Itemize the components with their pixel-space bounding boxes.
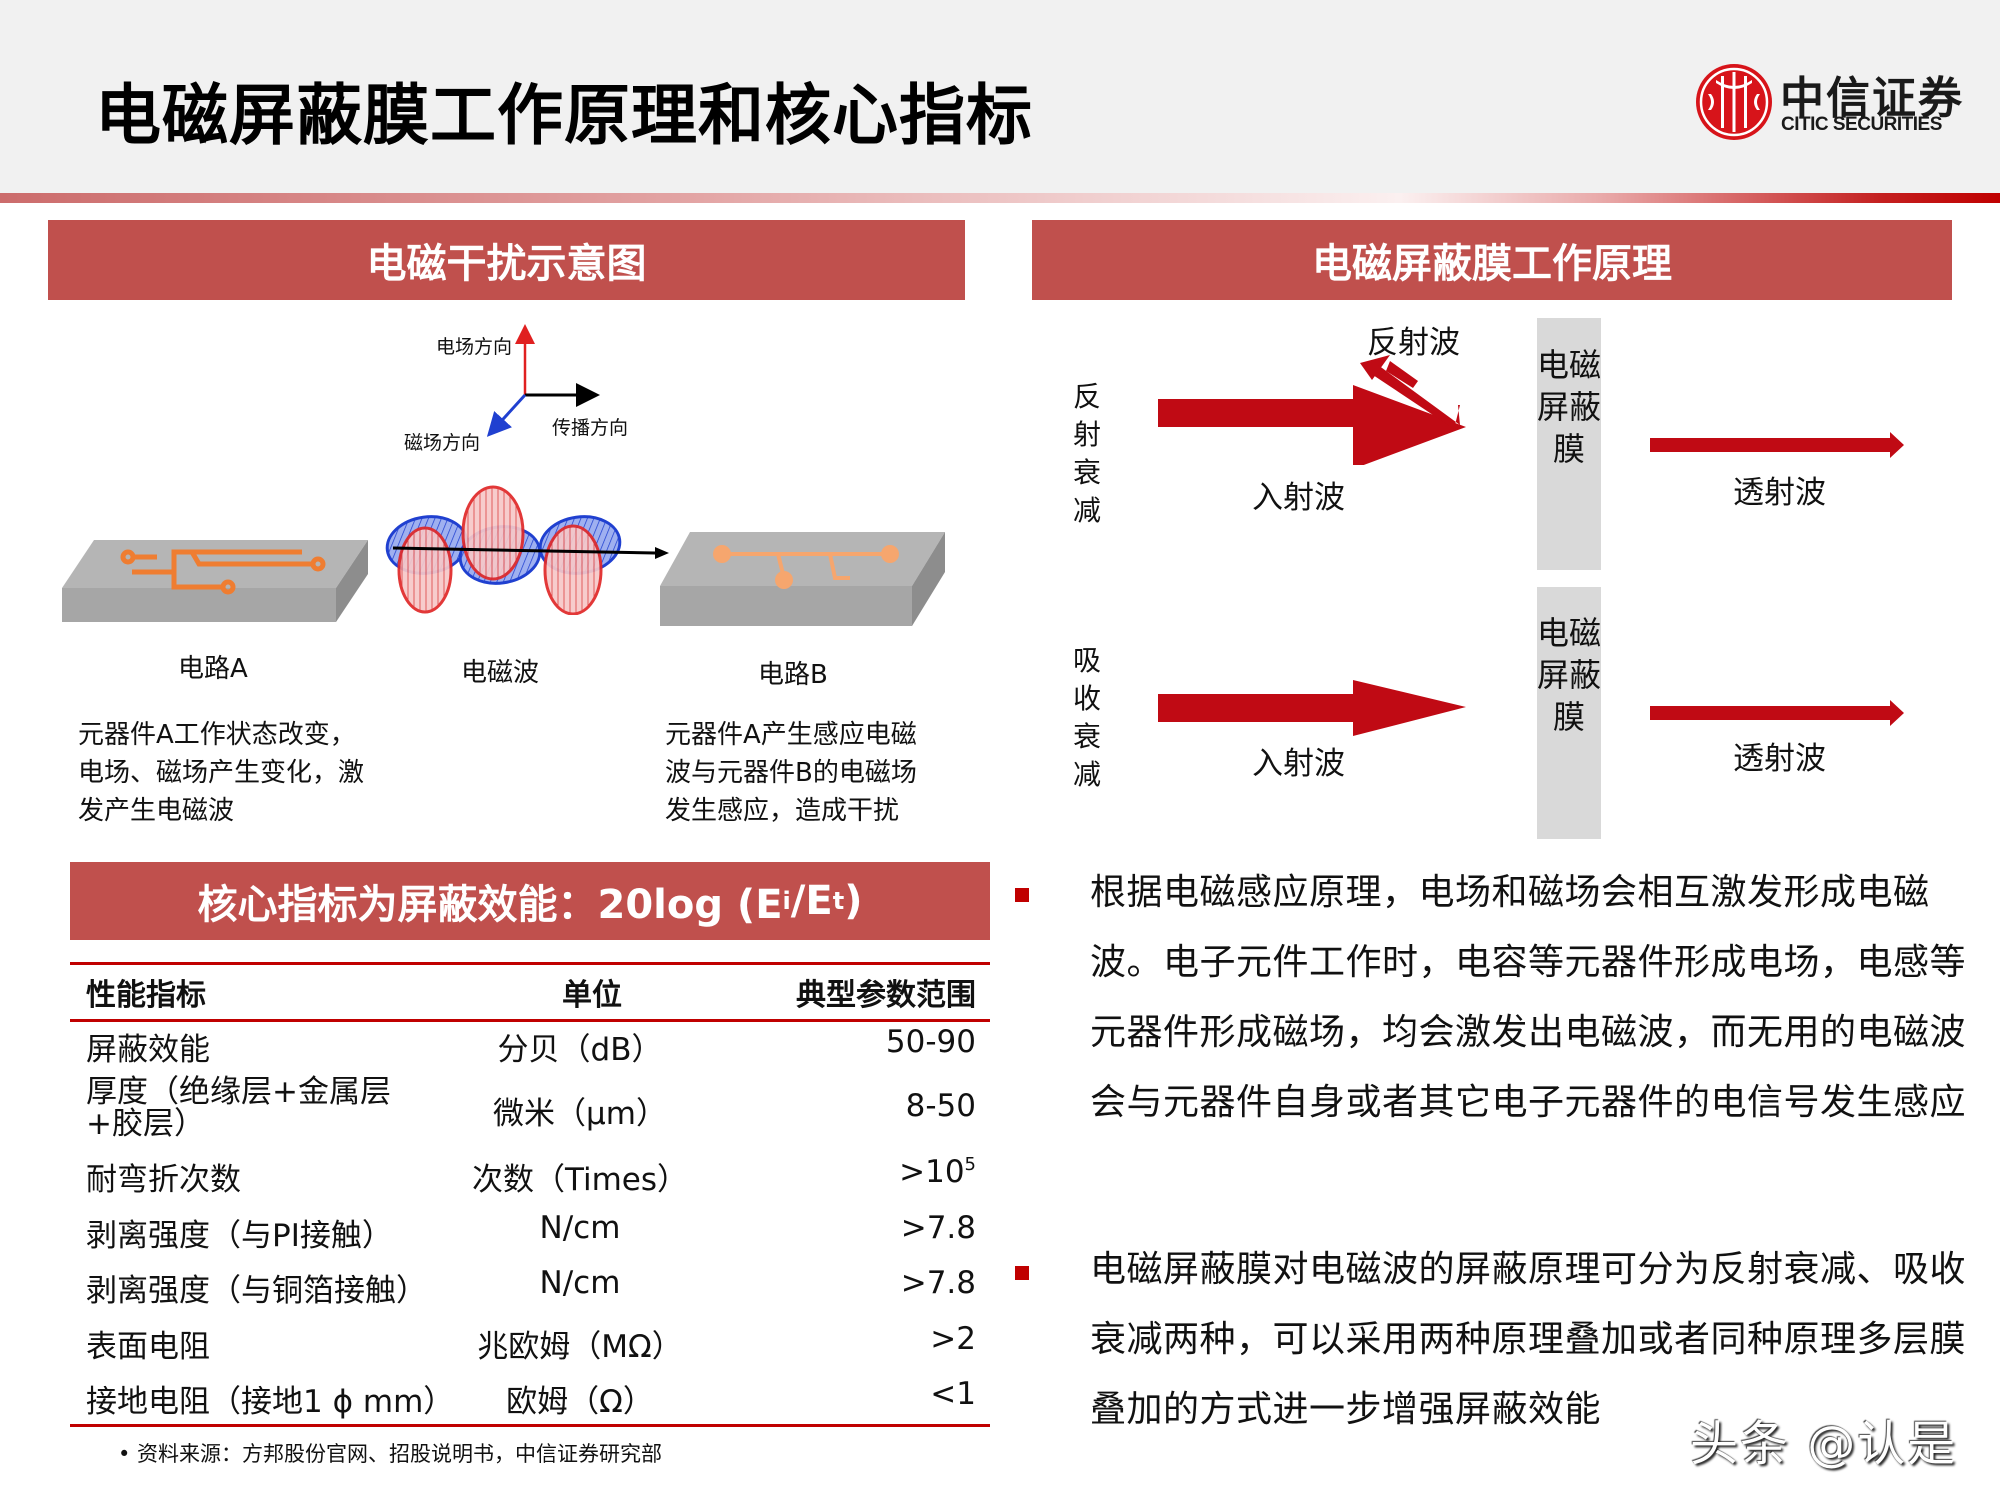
principle-header: 电磁屏蔽膜工作原理	[1032, 220, 1952, 300]
cell-unit: 兆欧姆（MΩ）	[477, 1329, 683, 1365]
circuit-a-description: 元器件A工作状态改变， 电场、磁场产生变化，激 发产生电磁波	[78, 716, 398, 830]
cell-unit: 微米（μm）	[493, 1096, 667, 1132]
kpi-title-prefix: 核心指标为屏蔽效能：20log (E	[197, 882, 783, 928]
bullet-text-2: 电磁屏蔽膜对电磁波的屏蔽原理可分为反射衰减、吸收衰减两种，可以采用两种原理叠加或…	[1090, 1249, 1967, 1430]
bullet-square-icon	[1015, 1266, 1029, 1280]
transmitted-arrow-1	[1650, 432, 1904, 458]
page-title: 电磁屏蔽膜工作原理和核心指标	[95, 77, 1033, 154]
reflected-wave-label: 反射波	[1367, 325, 1460, 361]
em-wave-icon	[385, 485, 669, 615]
circuit-b-label: 电路B	[758, 660, 828, 690]
absorption-attenuation-label: 吸收衰减	[1072, 644, 1101, 791]
cell-metric: 剥离强度（与PI接触）	[86, 1218, 393, 1254]
cell-range: >105	[899, 1154, 976, 1190]
kpi-title-suffix: )	[844, 878, 863, 924]
incident-arrow-2	[1158, 680, 1466, 736]
propagation-label: 传播方向	[552, 417, 629, 439]
kpi-title-mid: /E	[790, 878, 833, 924]
cell-unit: N/cm	[539, 1210, 621, 1246]
table-row: 表面电阻 兆欧姆（MΩ） >2	[70, 1321, 990, 1371]
range-exponent: 5	[964, 1154, 976, 1175]
desc-line: 发产生电磁波	[78, 796, 235, 826]
cell-unit: 欧姆（Ω）	[506, 1384, 654, 1420]
transmitted-wave-label-1: 透射波	[1733, 475, 1826, 511]
cell-range: >2	[930, 1321, 976, 1357]
col-header-unit: 单位	[562, 978, 622, 1013]
header-divider	[0, 193, 2000, 203]
shield-film-1	[1537, 318, 1601, 570]
table-row: 耐弯折次数 次数（Times） >105	[70, 1154, 990, 1204]
cell-unit: N/cm	[539, 1265, 621, 1301]
incident-and-reflected-arrows	[1158, 355, 1466, 465]
cell-metric: 表面电阻	[86, 1329, 210, 1365]
table-row: 剥离强度（与PI接触） N/cm >7.8	[70, 1210, 990, 1260]
cell-range: <1	[930, 1376, 976, 1412]
cell-unit: 分贝（dB）	[497, 1032, 663, 1068]
desc-line: 元器件A产生感应电磁	[665, 720, 917, 750]
incident-wave-label-2: 入射波	[1252, 746, 1345, 782]
electric-field-label: 电场方向	[436, 336, 513, 358]
col-header-metric: 性能指标	[86, 978, 206, 1013]
desc-line: 电场、磁场产生变化，激	[78, 758, 365, 788]
cell-metric: 厚度（绝缘层+金属层+胶层）	[86, 1074, 391, 1142]
desc-line: 波与元器件B的电磁场	[665, 758, 917, 788]
bullet-text-1: 根据电磁感应原理，电场和磁场会相互激发形成电磁波。电子元件工作时，电容等元器件形…	[1090, 872, 1967, 1123]
cell-range: >7.8	[900, 1265, 976, 1301]
desc-line: 元器件A工作状态改变，	[78, 720, 356, 750]
range-base: >10	[899, 1154, 965, 1190]
cell-range: 50-90	[885, 1024, 976, 1060]
header-band	[0, 0, 2000, 193]
shield-film-label-2: 电磁屏蔽膜	[1537, 614, 1602, 736]
logo-text-en: CITIC SECURITIES	[1781, 114, 1942, 135]
transmitted-wave-label-2: 透射波	[1733, 741, 1826, 777]
kpi-title-sub-t: t	[832, 887, 845, 915]
bullet-square-icon	[1015, 888, 1029, 902]
logo-text-cn: 中信证券	[1780, 73, 1964, 124]
cell-metric: 剥离强度（与铜箔接触）	[86, 1273, 427, 1309]
desc-line: 发生感应，造成干扰	[665, 796, 900, 826]
table-rule-mid	[70, 1019, 990, 1022]
cell-unit: 次数（Times）	[471, 1162, 689, 1198]
citic-logo-icon	[1696, 64, 1772, 140]
emi-diagram-header: 电磁干扰示意图	[48, 220, 965, 300]
table-row: 厚度（绝缘层+金属层+胶层） 微米（μm） 8-50	[70, 1074, 990, 1142]
col-header-range: 典型参数范围	[796, 978, 976, 1013]
cell-range: 8-50	[905, 1088, 976, 1124]
transmitted-arrow-2	[1650, 700, 1904, 726]
cell-metric: 屏蔽效能	[86, 1032, 210, 1068]
table-rule-top	[70, 962, 990, 965]
circuit-b-description: 元器件A产生感应电磁 波与元器件B的电磁场 发生感应，造成干扰	[665, 716, 965, 830]
watermark: 头条 @认是	[1690, 1416, 1958, 1472]
cell-metric: 耐弯折次数	[86, 1162, 241, 1198]
table-row: 剥离强度（与铜箔接触） N/cm >7.8	[70, 1265, 990, 1315]
kpi-title-sub-i: i	[782, 887, 791, 915]
circuit-a-label: 电路A	[178, 654, 248, 684]
circuit-a-board	[62, 540, 368, 622]
cell-metric: 接地电阻（接地1 ϕ mm）	[86, 1384, 455, 1420]
magnetic-field-label: 磁场方向	[404, 432, 481, 454]
shield-film-2	[1537, 587, 1601, 839]
table-row: 屏蔽效能 分贝（dB） 50-90	[70, 1024, 990, 1074]
source-note: • 资料来源：方邦股份官网、招股说明书，中信证券研究部	[118, 1442, 663, 1466]
circuit-b-board	[660, 532, 945, 626]
reflection-attenuation-label: 反射衰减	[1072, 380, 1101, 527]
field-axes-icon	[486, 324, 600, 437]
incident-wave-label-1: 入射波	[1252, 480, 1345, 516]
shield-film-label-1: 电磁屏蔽膜	[1537, 346, 1602, 468]
table-rule-bottom	[70, 1424, 990, 1427]
em-wave-label: 电磁波	[461, 658, 540, 688]
cell-range: >7.8	[900, 1210, 976, 1246]
table-row: 接地电阻（接地1 ϕ mm） 欧姆（Ω） <1	[70, 1376, 990, 1426]
